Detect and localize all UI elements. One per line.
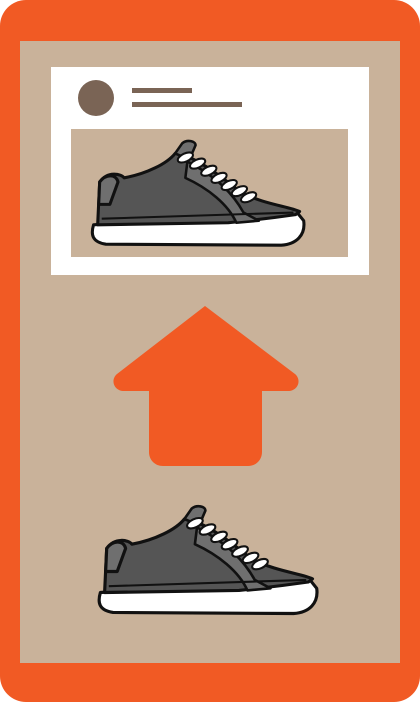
- post-card: [51, 67, 369, 275]
- avatar-icon: [78, 80, 114, 116]
- upload-arrow-icon: [113, 306, 299, 466]
- post-username-line: [132, 88, 192, 93]
- post-caption-line: [132, 102, 242, 107]
